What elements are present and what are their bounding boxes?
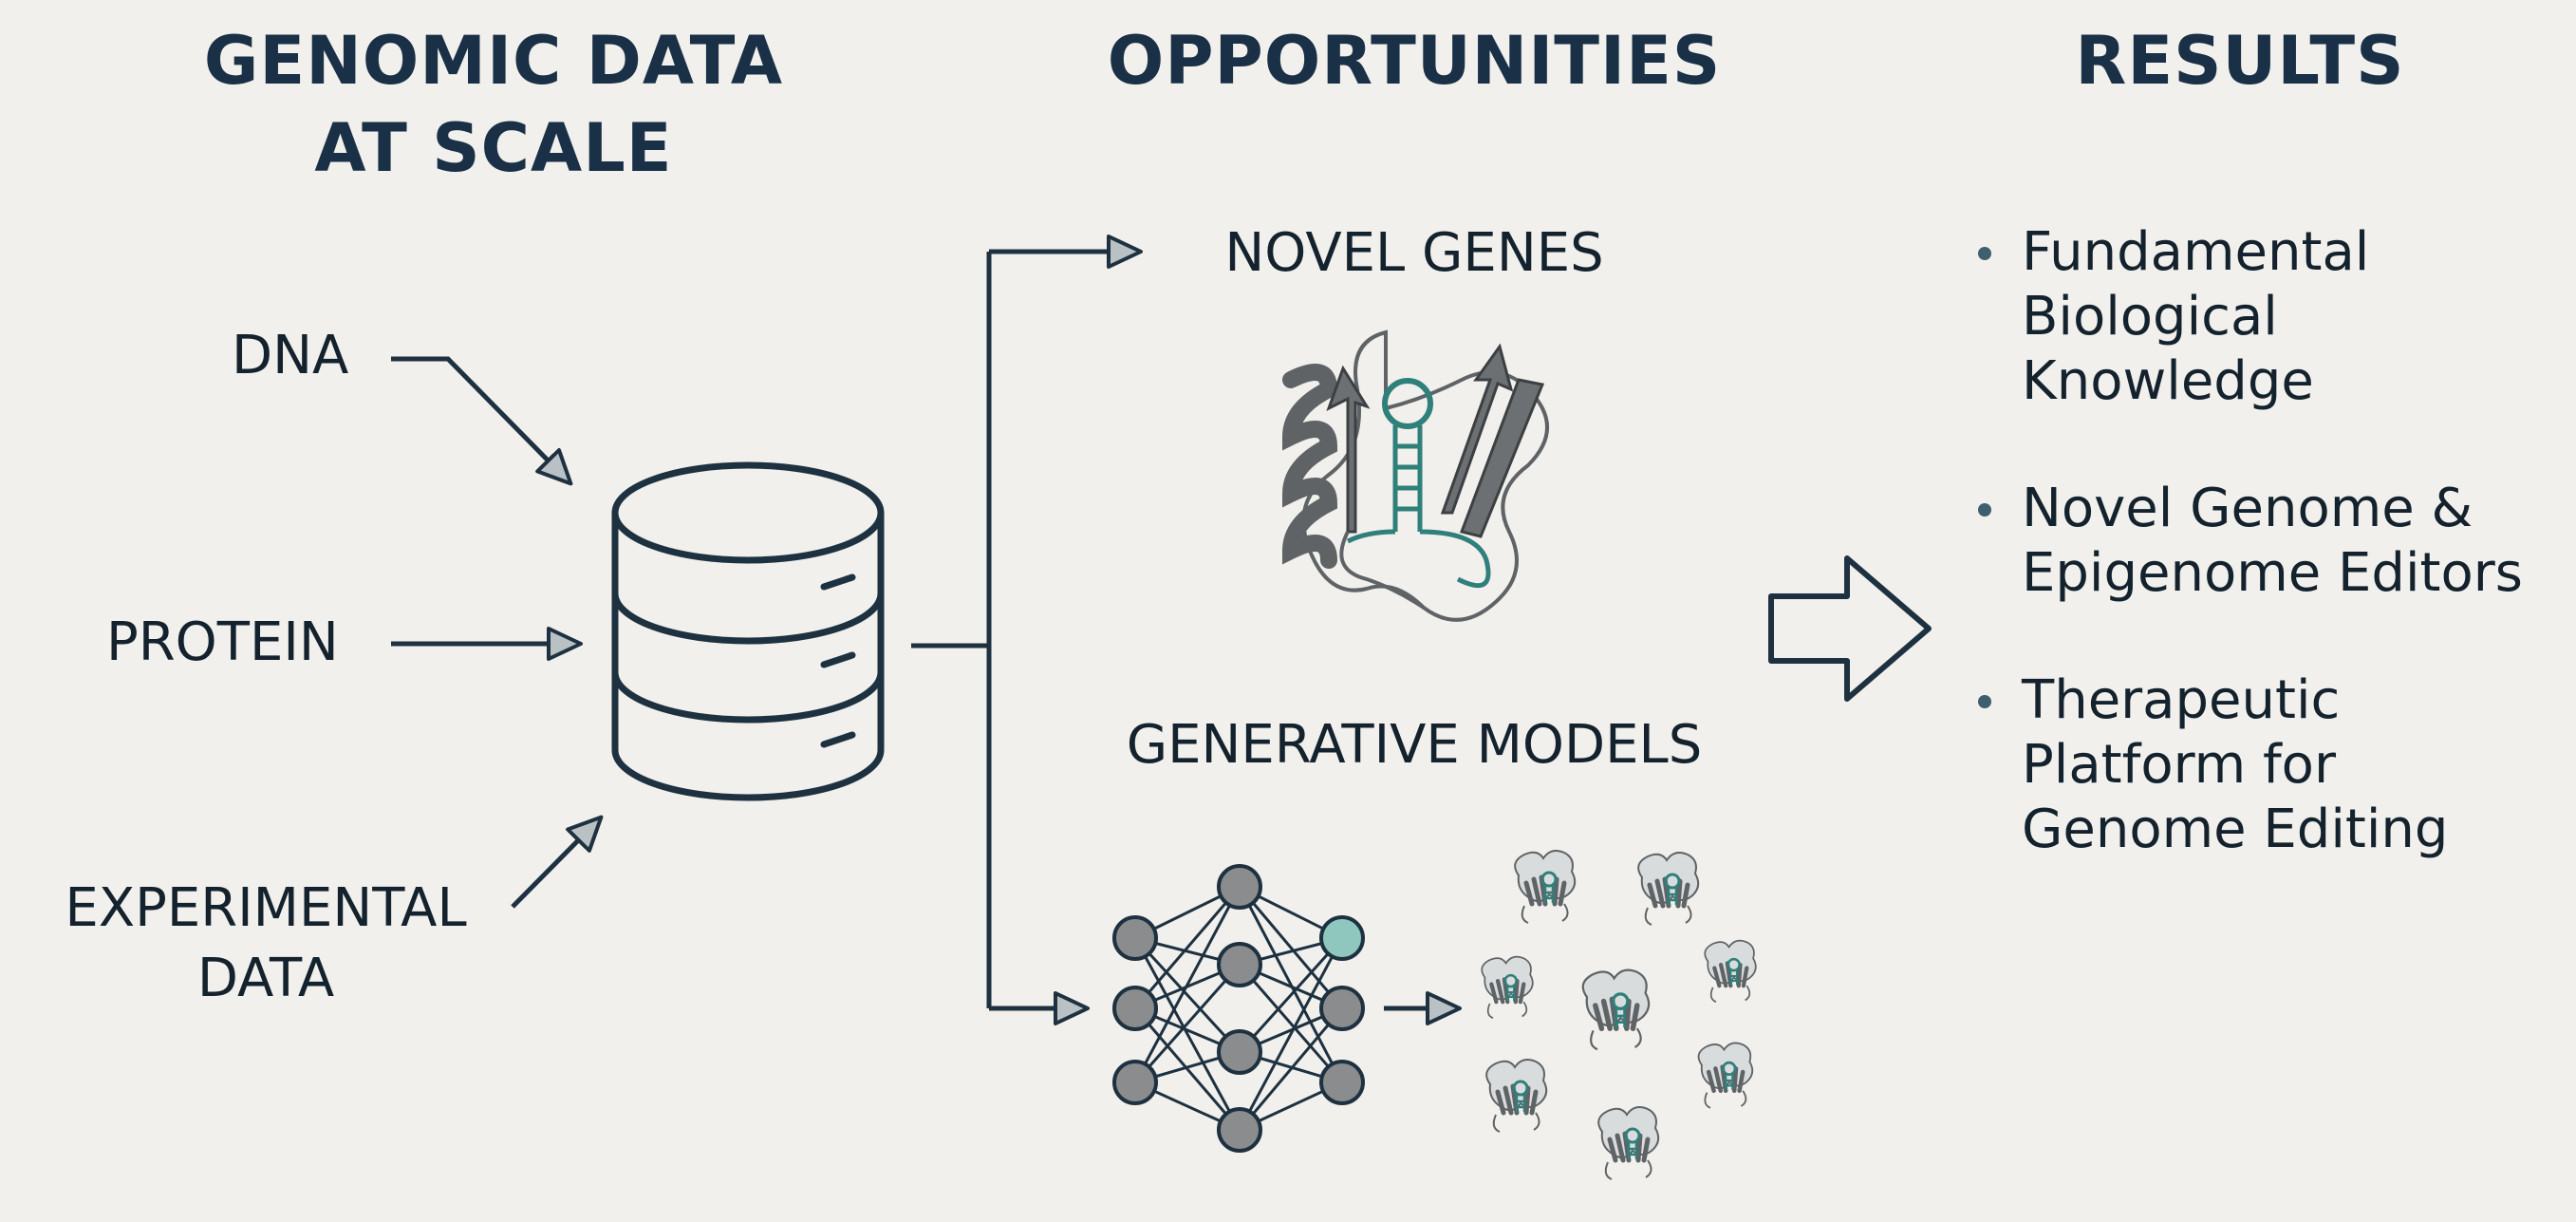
protein-structure-icon (1281, 329, 1549, 622)
arrow-dna (391, 356, 573, 486)
database-icon (611, 461, 885, 801)
neural-network-icon (1112, 864, 1365, 1153)
arrow-experimental (511, 815, 604, 909)
result-item: Novel Genome & Epigenome Editors (1974, 477, 2576, 606)
result-item: Therapeutic Platform for Genome Editing (1974, 668, 2576, 862)
input-label-experimental-data: EXPERIMENTAL DATA (65, 877, 467, 1009)
opportunity-label-novel-genes: NOVEL GENES (1224, 222, 1604, 284)
big-arrow-icon (1768, 555, 1932, 702)
result-item: Fundamental Biological Knowledge (1974, 220, 2576, 414)
result-text: Therapeutic Platform for Genome Editing (2022, 669, 2449, 860)
heading-genomic-data: GENOMIC DATA AT SCALE (203, 22, 784, 187)
opportunity-label-generative-models: GENERATIVE MODELS (1126, 714, 1703, 776)
results-list: Fundamental Biological Knowledge Novel G… (1974, 220, 2576, 925)
heading-opportunities: OPPORTUNITIES (1107, 22, 1722, 100)
bullet-icon (1978, 695, 1991, 708)
input-label-protein: PROTEIN (106, 611, 339, 673)
result-text: Novel Genome & Epigenome Editors (2022, 478, 2523, 604)
result-text: Fundamental Biological Knowledge (2022, 221, 2370, 412)
input-label-dna: DNA (232, 325, 349, 386)
protein-cluster-icon (1482, 851, 1756, 1179)
bullet-icon (1978, 503, 1991, 517)
bullet-icon (1978, 247, 1991, 260)
connector-from-database (911, 252, 992, 1008)
heading-results: RESULTS (2075, 22, 2405, 100)
